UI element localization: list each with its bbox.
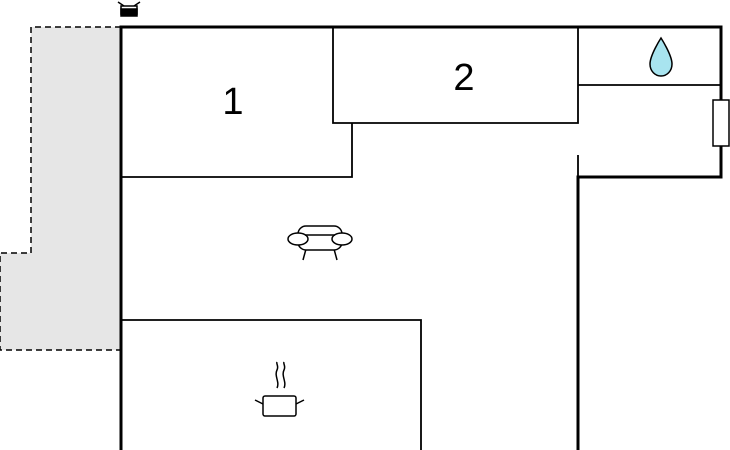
room-1-label: 1: [222, 81, 243, 123]
interior-walls: [121, 27, 721, 450]
terrace: [0, 26, 121, 351]
radiator-icon: [712, 99, 730, 147]
cooking-pot-icon: [254, 361, 305, 417]
sofa-icon: [287, 225, 353, 261]
water-drop-icon: [649, 36, 673, 77]
entrance-icon: [117, 1, 141, 17]
room-2-label: 2: [453, 57, 474, 99]
